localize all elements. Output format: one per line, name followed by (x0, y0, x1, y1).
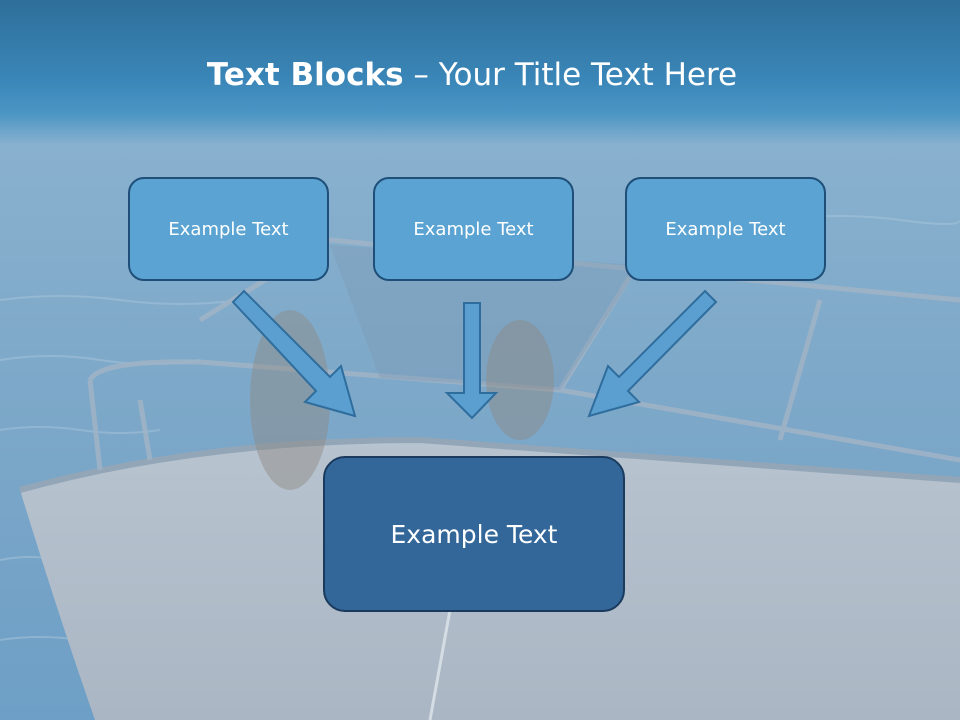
arrow-right (587, 289, 718, 418)
arrow-left (231, 289, 357, 418)
top-block-3[interactable]: Example Text (625, 177, 826, 281)
top-block-1[interactable]: Example Text (128, 177, 329, 281)
slide-title: Text Blocks – Your Title Text Here (0, 52, 944, 98)
top-block-3-text: Example Text (665, 218, 786, 240)
top-block-1-text: Example Text (168, 218, 289, 240)
title-bold: Text Blocks (206, 57, 404, 93)
bottom-block-text: Example Text (390, 519, 558, 549)
top-block-2-text: Example Text (413, 218, 534, 240)
bottom-block[interactable]: Example Text (323, 456, 625, 612)
title-rest: – Your Title Text Here (403, 57, 738, 93)
arrow-center (444, 302, 499, 420)
title-band (0, 0, 960, 145)
top-block-2[interactable]: Example Text (373, 177, 574, 281)
